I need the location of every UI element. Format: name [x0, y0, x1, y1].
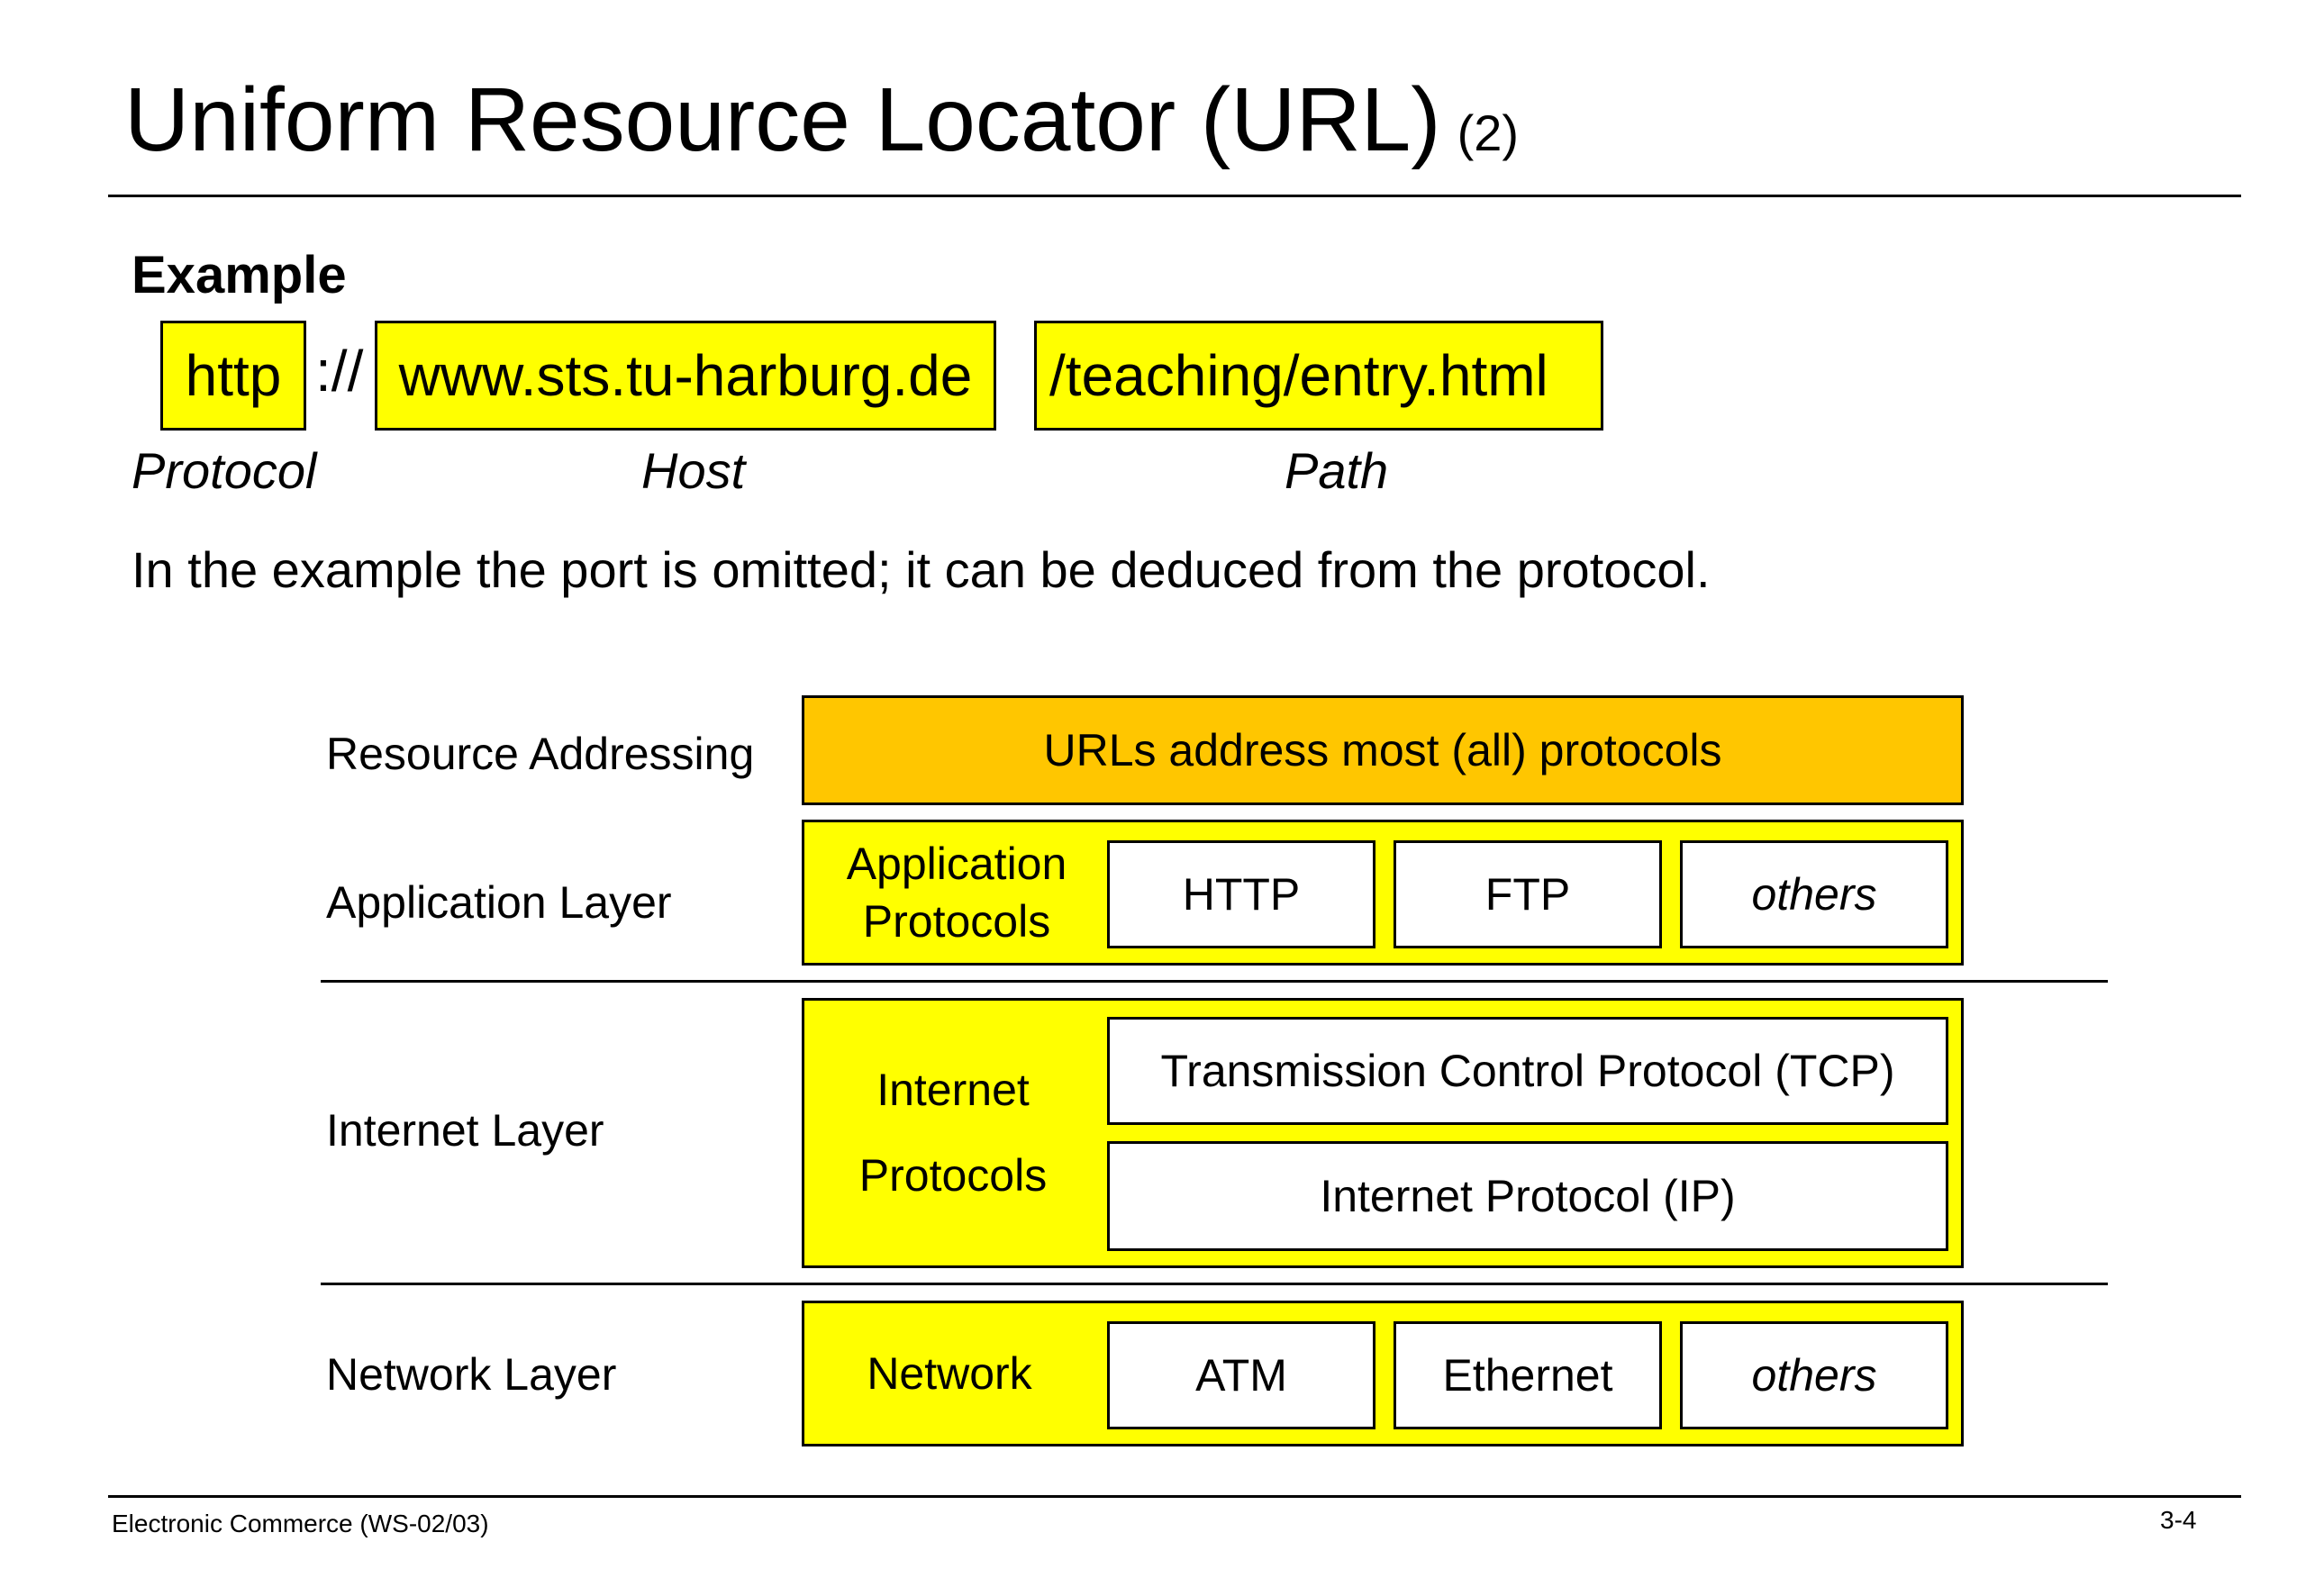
resource-addressing-text: URLs address most (all) protocols [1043, 725, 1722, 775]
layer-label-internet: Internet Layer [326, 1105, 604, 1156]
network-label: Network [804, 1303, 1094, 1444]
protocol-box-tcp: Transmission Control Protocol (TCP) [1107, 1017, 1948, 1125]
protocol-box-ftp: FTP [1394, 840, 1662, 948]
internet-protocols-line2: Protocols [858, 1150, 1048, 1201]
url-separator: :// [315, 339, 364, 404]
application-protocols-line2: Protocols [862, 896, 1051, 947]
network-layer-panel: Network ATM Ethernet others [802, 1301, 1964, 1446]
protocol-ftp-text: FTP [1484, 869, 1571, 920]
slide-number-suffix: (2) [1457, 104, 1520, 161]
internet-protocols-line1: Internet [876, 1065, 1030, 1115]
port-note: In the example the port is omitted; it c… [132, 541, 1711, 598]
protocol-http-text: HTTP [1182, 869, 1301, 920]
layer-divider-1 [321, 980, 2108, 983]
footer-page-number: 3-4 [2160, 1506, 2197, 1534]
protocol-box-ip: Internet Protocol (IP) [1107, 1141, 1948, 1251]
caption-host: Host [641, 442, 746, 499]
layer-divider-2 [321, 1283, 2108, 1285]
protocol-box-others: others [1680, 840, 1948, 948]
layer-label-application: Application Layer [326, 877, 672, 928]
url-protocol-text: http [185, 343, 282, 408]
internet-layer-panel: Internet Protocols Transmission Control … [802, 998, 1964, 1268]
application-protocols-label: Application Protocols [804, 822, 1109, 963]
footer-course: Electronic Commerce (WS-02/03) [112, 1510, 489, 1537]
layer-label-network: Network Layer [326, 1349, 617, 1400]
network-atm-text: ATM [1195, 1350, 1287, 1401]
protocol-tcp-text: Transmission Control Protocol (TCP) [1160, 1046, 1895, 1096]
url-path-box: /teaching/entry.html [1034, 321, 1603, 431]
application-layer-panel: Application Protocols HTTP FTP others [802, 820, 1964, 966]
title-divider [108, 195, 2241, 197]
caption-protocol: Protocol [132, 442, 317, 499]
resource-addressing-box: URLs address most (all) protocols [802, 695, 1964, 805]
protocol-box-http: HTTP [1107, 840, 1375, 948]
footer-divider [108, 1495, 2241, 1498]
internet-protocols-label: Internet Protocols [804, 1001, 1102, 1265]
network-box-ethernet: Ethernet [1394, 1321, 1662, 1429]
url-host-text: www.sts.tu-harburg.de [398, 343, 973, 408]
url-host-box: www.sts.tu-harburg.de [375, 321, 996, 431]
caption-path: Path [1285, 442, 1389, 499]
network-box-atm: ATM [1107, 1321, 1375, 1429]
protocol-others-text: others [1751, 869, 1877, 920]
network-ethernet-text: Ethernet [1442, 1350, 1613, 1401]
application-protocols-line1: Application [846, 839, 1067, 889]
network-others-text: others [1751, 1350, 1877, 1401]
url-protocol-box: http [160, 321, 306, 431]
slide-title: Uniform Resource Locator (URL) (2) [124, 70, 1519, 169]
slide-title-text: Uniform Resource Locator (URL) [124, 69, 1441, 170]
example-heading: Example [132, 246, 347, 304]
network-box-others: others [1680, 1321, 1948, 1429]
layer-label-resource: Resource Addressing [326, 729, 755, 779]
protocol-ip-text: Internet Protocol (IP) [1320, 1171, 1736, 1221]
url-path-text: /teaching/entry.html [1049, 343, 1548, 408]
network-label-text: Network [867, 1348, 1032, 1399]
